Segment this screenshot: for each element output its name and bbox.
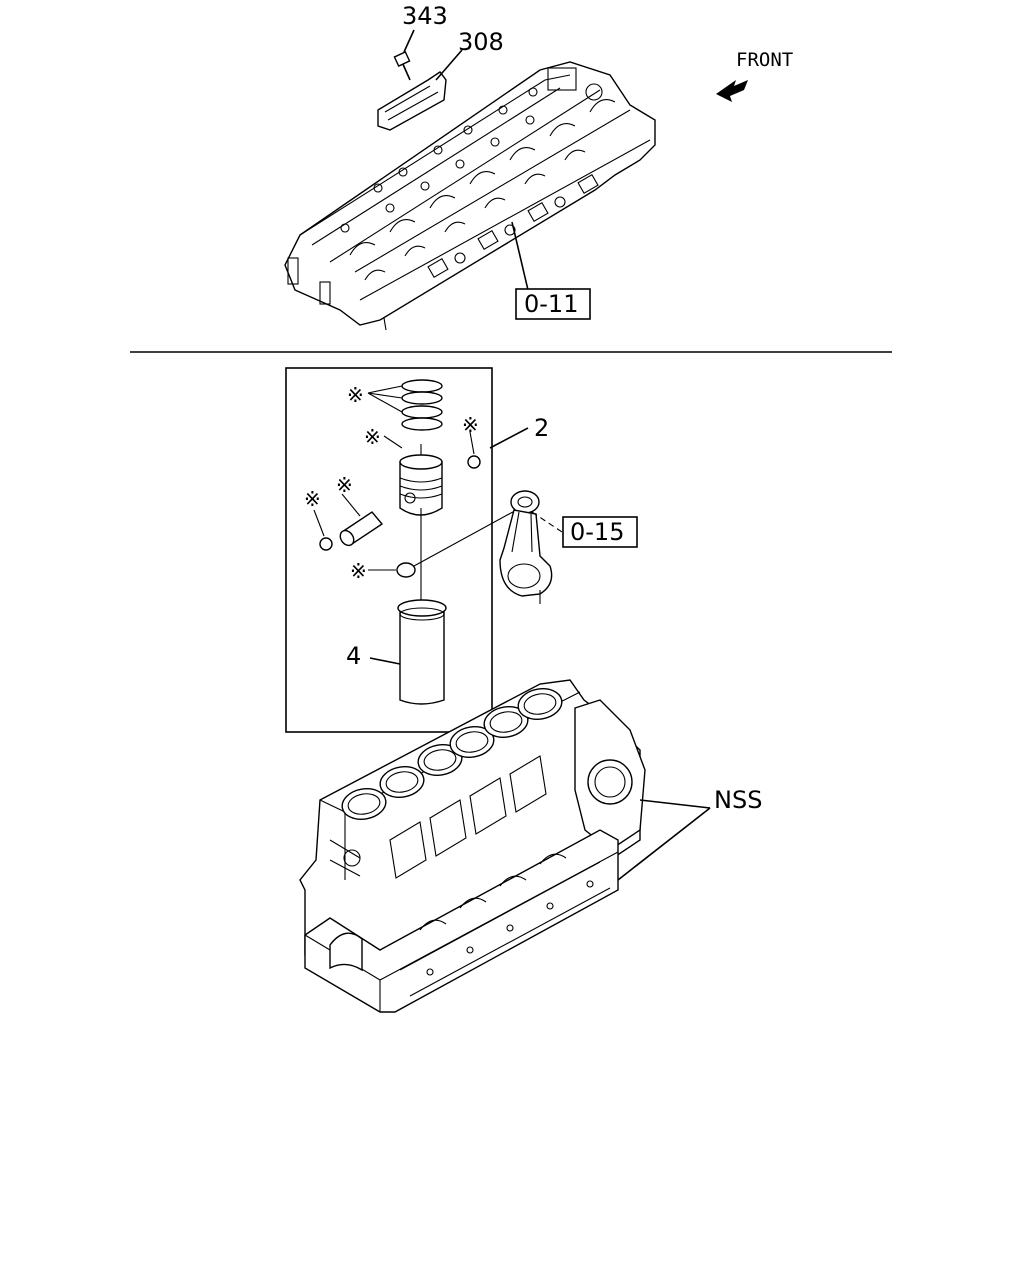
head-leader bbox=[511, 221, 529, 291]
note-mark-pin: ※ bbox=[336, 473, 353, 497]
connecting-rod bbox=[499, 490, 553, 604]
ref-box-0-15-label: 0-15 bbox=[570, 518, 624, 546]
piston-rings bbox=[401, 379, 443, 431]
callout-4: 4 bbox=[346, 642, 361, 670]
piston-kit-frame bbox=[285, 367, 493, 733]
cylinder-head bbox=[284, 61, 656, 331]
callout-nss: NSS bbox=[714, 786, 762, 814]
piston-pin bbox=[339, 511, 384, 547]
front-label: FRONT bbox=[736, 49, 793, 71]
snap-ring-right bbox=[467, 455, 481, 469]
snap-ring-left bbox=[319, 537, 333, 551]
piston bbox=[399, 444, 443, 516]
front-arrow-icon bbox=[716, 80, 748, 102]
note-mark-rings: ※ bbox=[347, 383, 364, 407]
bushing bbox=[396, 562, 416, 578]
cylinder-block bbox=[299, 679, 646, 1013]
note-mark-snap-ring-left: ※ bbox=[304, 487, 321, 511]
cylinder-liner bbox=[397, 599, 447, 705]
note-mark-piston: ※ bbox=[364, 425, 381, 449]
callout-308: 308 bbox=[458, 28, 504, 56]
bracket-308 bbox=[377, 49, 463, 131]
note-mark-snap-ring-right: ※ bbox=[462, 413, 479, 437]
bolt-343 bbox=[393, 29, 415, 81]
ref-box-0-11-label: 0-11 bbox=[524, 290, 578, 318]
ref-box-0-15 bbox=[562, 516, 638, 548]
callout-343: 343 bbox=[402, 2, 448, 30]
note-mark-bushing: ※ bbox=[350, 559, 367, 583]
ref-box-0-11 bbox=[515, 288, 591, 320]
callout-2: 2 bbox=[534, 414, 549, 442]
